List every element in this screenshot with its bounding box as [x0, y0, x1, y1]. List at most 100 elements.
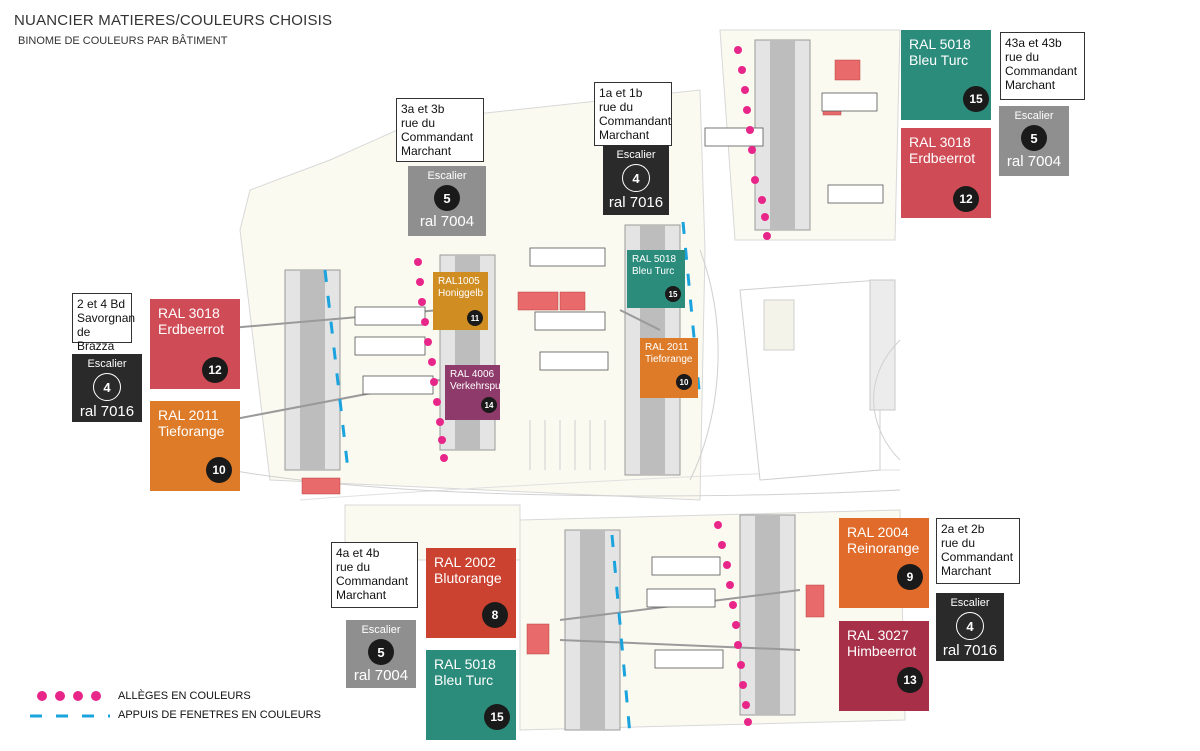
staircase-number-badge: 5 — [1021, 125, 1047, 151]
building-number-badge: 8 — [482, 602, 508, 628]
staircase-label: Escalier — [950, 597, 990, 609]
staircase-card-3ab: Escalier 5 ral 7004 — [408, 166, 486, 236]
color-name: Erdbeerrot — [158, 321, 225, 337]
building-number-badge: 10 — [206, 457, 232, 483]
address-line: rue du — [599, 100, 634, 114]
address-line: 43a et 43b — [1005, 36, 1062, 50]
color-name: Verkehrspurpur — [450, 381, 500, 392]
staircase-label: Escalier — [87, 358, 127, 370]
address-2a-2b: 2a et 2b rue du Commandant Marchant — [936, 518, 1020, 584]
color-card-ral3018-w: RAL 3018 Erdbeerrot 12 — [150, 299, 240, 389]
staircase-ral: ral 7016 — [79, 403, 135, 420]
staircase-label: Escalier — [1014, 110, 1054, 122]
address-line: Marchant — [941, 564, 992, 578]
page-subtitle: BINOME DE COULEURS PAR BÂTIMENT — [18, 35, 228, 47]
address-line: Commandant — [1005, 64, 1078, 78]
address-line: 4a et 4b — [336, 546, 380, 560]
ral-code: RAL 3027 — [847, 627, 909, 643]
legend-dashes-label: APPUIS DE FENETRES EN COULEURS — [118, 709, 321, 721]
staircase-card-4ab: Escalier 5 ral 7004 — [346, 620, 416, 688]
staircase-number-badge: 5 — [434, 185, 460, 211]
color-card-ral2002: RAL 2002 Blutorange 8 — [426, 548, 516, 638]
staircase-card-ne: Escalier 5 ral 7004 — [999, 106, 1069, 176]
color-name: Erdbeerrot — [909, 150, 976, 166]
address-line: 3a et 3b — [401, 102, 445, 116]
building-number-badge: 10 — [676, 374, 692, 390]
ral-code: RAL 4006 — [450, 369, 495, 380]
legend-dots-label: ALLÈGES EN COULEURS — [118, 690, 251, 702]
color-name: Himbeerrot — [847, 643, 917, 659]
building-number-badge: 15 — [963, 86, 989, 112]
address-line: Commandant — [599, 114, 672, 128]
address-line: Marchant — [1005, 78, 1056, 92]
address-line: rue du — [1005, 50, 1040, 64]
staircase-card-1ab: Escalier 4 ral 7016 — [603, 145, 669, 215]
ral-code: RAL1005 — [438, 276, 480, 287]
ral-code: RAL 5018 — [632, 254, 677, 265]
color-name: Honiggelb — [438, 288, 484, 299]
address-43a-43b: 43a et 43b rue du Commandant Marchant — [1000, 32, 1085, 100]
building-number-badge: 12 — [953, 186, 979, 212]
color-name: Bleu Turc — [434, 672, 494, 688]
address-1a-1b: 1a et 1b rue du Commandant Marchant — [594, 82, 672, 146]
ral-code: RAL 5018 — [434, 656, 496, 672]
address-line: 2a et 2b — [941, 522, 985, 536]
staircase-ral: ral 7016 — [608, 194, 664, 211]
building-number-badge: 13 — [897, 667, 923, 693]
address-line: Commandant — [401, 130, 474, 144]
address-line: Commandant — [336, 574, 409, 588]
address-line: Savorgnan — [77, 311, 136, 325]
address-line: Marchant — [336, 588, 387, 602]
building-number-badge: 11 — [467, 310, 483, 326]
address-line: rue du — [336, 560, 371, 574]
color-card-ral4006: RAL 4006 Verkehrspurpur 14 — [445, 365, 500, 420]
building-number-badge: 9 — [897, 564, 923, 590]
ral-code: RAL 3018 — [158, 305, 220, 321]
color-name: Bleu Turc — [909, 52, 969, 68]
color-name: Bleu Turc — [632, 266, 675, 277]
staircase-label: Escalier — [616, 149, 656, 161]
color-card-ral3027: RAL 3027 Himbeerrot 13 — [839, 621, 929, 711]
staircase-ral: ral 7004 — [419, 213, 475, 230]
address-line: Commandant — [941, 550, 1014, 564]
staircase-card-2ab: Escalier 4 ral 7016 — [936, 593, 1004, 661]
color-card-ral1005: RAL1005 Honiggelb 11 — [433, 272, 488, 330]
color-name: Reinorange — [847, 540, 920, 556]
address-line: Marchant — [599, 128, 650, 142]
staircase-number-badge: 5 — [368, 639, 394, 665]
color-name: Tieforange — [645, 354, 693, 365]
color-card-ral2011-m: RAL 2011 Tieforange 10 — [640, 338, 698, 398]
address-line: 2 et 4 Bd — [77, 297, 126, 311]
staircase-ral: ral 7004 — [353, 667, 409, 684]
building-number-badge: 15 — [665, 286, 681, 302]
staircase-number-badge: 4 — [956, 612, 984, 640]
address-3a-3b: 3a et 3b rue du Commandant Marchant — [396, 98, 484, 162]
staircase-label: Escalier — [361, 624, 401, 636]
address-line: rue du — [401, 116, 436, 130]
staircase-number-badge: 4 — [93, 373, 121, 401]
staircase-card-2-4-bd: Escalier 4 ral 7016 — [72, 354, 142, 422]
address-line: de Brazza — [77, 325, 115, 353]
color-card-ral5018-m: RAL 5018 Bleu Turc 15 — [627, 250, 685, 308]
ral-code: RAL 2002 — [434, 554, 496, 570]
page-title: NUANCIER MATIERES/COULEURS CHOISIS — [14, 12, 333, 29]
building-number-badge: 12 — [202, 357, 228, 383]
staircase-label: Escalier — [427, 170, 467, 182]
ral-code: RAL 2011 — [158, 407, 219, 423]
staircase-number-badge: 4 — [622, 164, 650, 192]
ral-code: RAL 5018 — [909, 36, 971, 52]
ral-code: RAL 2004 — [847, 524, 909, 540]
color-name: Blutorange — [434, 570, 502, 586]
building-number-badge: 15 — [484, 704, 510, 730]
color-card-ral5018-s: RAL 5018 Bleu Turc 15 — [426, 650, 516, 740]
color-name: Tieforange — [158, 423, 225, 439]
color-card-ral3018-ne: RAL 3018 Erdbeerrot 12 — [901, 128, 991, 218]
address-4a-4b: 4a et 4b rue du Commandant Marchant — [331, 542, 418, 608]
color-card-ral2011-w: RAL 2011 Tieforange 10 — [150, 401, 240, 491]
address-line: rue du — [941, 536, 976, 550]
address-line: 1a et 1b — [599, 86, 643, 100]
address-2-4-bd: 2 et 4 Bd Savorgnan de Brazza — [72, 293, 136, 353]
color-card-ral2004: RAL 2004 Reinorange 9 — [839, 518, 929, 608]
ral-code: RAL 3018 — [909, 134, 971, 150]
